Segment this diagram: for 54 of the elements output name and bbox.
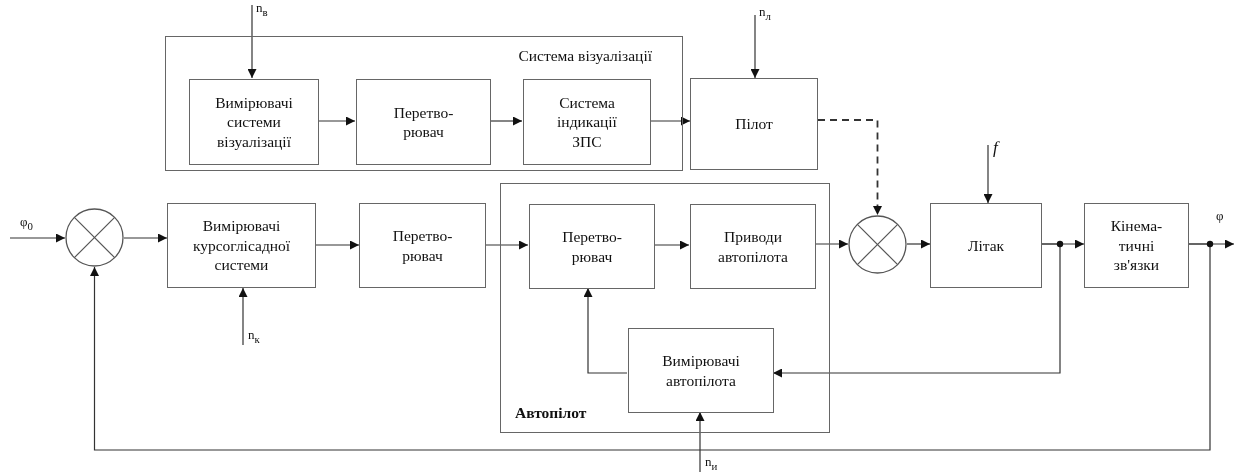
block-label: Пілот xyxy=(735,114,773,134)
arrow xyxy=(90,243,1211,451)
arrow xyxy=(485,240,529,250)
process-block xyxy=(356,79,491,165)
summing-junction xyxy=(65,208,124,267)
block-label: Приводи автопілота xyxy=(717,227,789,266)
arrow xyxy=(772,243,1061,378)
signal-label: f xyxy=(993,138,998,159)
block-label: Вимірювачі курсоглісадної системи xyxy=(191,216,292,275)
signal-label: φ$_{0}$ xyxy=(20,214,33,233)
group-title: Автопілот xyxy=(515,404,587,422)
arrow xyxy=(238,287,248,346)
arrow xyxy=(9,233,66,243)
arrow xyxy=(649,116,691,126)
process-block xyxy=(529,204,655,289)
arrow xyxy=(123,233,168,243)
process-block xyxy=(628,328,774,413)
process-block xyxy=(690,78,818,170)
block-label: Вимірювачі автопілота xyxy=(661,351,741,390)
block-label: Система індикації ЗПС xyxy=(556,92,618,152)
block-label: Перетво- рювач xyxy=(561,227,623,266)
signal-label: φ xyxy=(1216,208,1224,224)
arrow xyxy=(814,239,849,249)
block-label: Літак xyxy=(967,235,1005,256)
block-label: Перетво- рювач xyxy=(392,102,455,142)
arrow xyxy=(653,240,690,250)
block-label: Перетво- рювач xyxy=(391,226,454,265)
arrow xyxy=(247,4,257,79)
process-block xyxy=(167,203,316,288)
arrow xyxy=(983,144,993,204)
group-frame xyxy=(165,36,683,171)
arrow xyxy=(906,239,931,249)
group-frame xyxy=(500,183,830,433)
process-block xyxy=(1084,203,1189,288)
arrow xyxy=(317,116,356,126)
signal-label: n$_{и}$ xyxy=(705,454,718,473)
process-block xyxy=(930,203,1042,288)
signal-label: n$_{к}$ xyxy=(248,327,260,346)
process-block xyxy=(523,79,651,165)
arrow xyxy=(583,287,628,374)
signal-label: n$_{в}$ xyxy=(256,0,268,19)
arrow xyxy=(750,14,760,79)
block-label: Кінема- тичні зв'язки xyxy=(1109,216,1164,275)
arrow xyxy=(315,240,360,250)
dashed-arrow xyxy=(817,119,882,216)
block-label: Вимірювачі системи візуалізації xyxy=(214,92,294,152)
process-block xyxy=(359,203,486,288)
group-title: Система візуалізації xyxy=(518,47,652,65)
arrow xyxy=(695,411,705,473)
summing-junction xyxy=(848,215,907,274)
signal-label: n$_{л}$ xyxy=(759,4,771,23)
process-block xyxy=(189,79,319,165)
arrow xyxy=(489,116,523,126)
process-block xyxy=(690,204,816,289)
